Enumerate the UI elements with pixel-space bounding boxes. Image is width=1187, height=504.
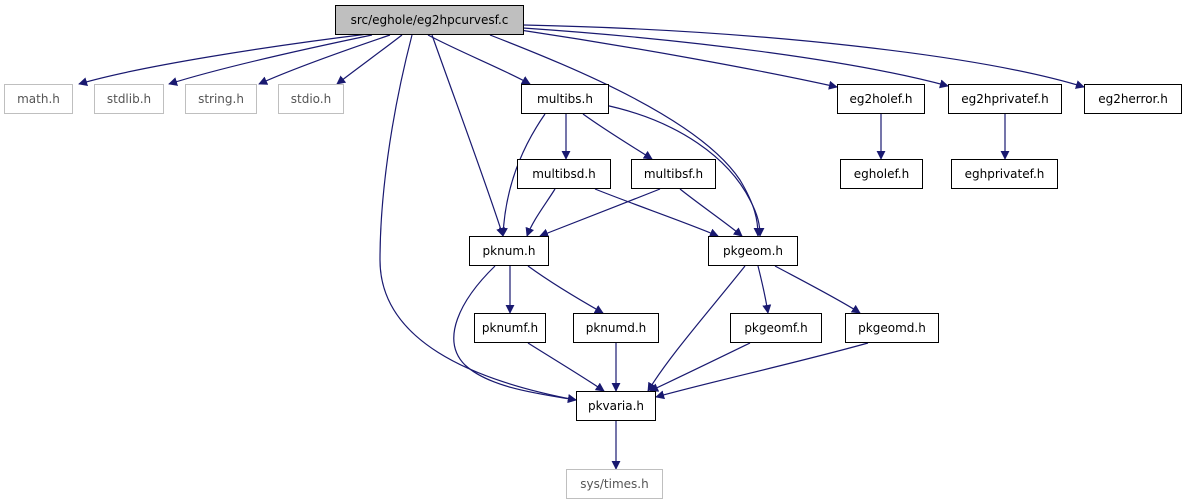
multibsf-h-node[interactable]: multibsf.h [631,159,716,189]
edge-multibs-to-multibsf [582,113,653,160]
edge-pknum-to-pknumd [527,265,604,314]
pknumf-h-node[interactable]: pknumf.h [474,313,546,343]
edge-root-to-stdlib [168,34,373,86]
multibsd-h-node[interactable]: multibsd.h [517,159,611,189]
edge-multibs-to-pkgeom [599,103,765,237]
eg2holef-h-node[interactable]: eg2holef.h [837,84,925,114]
edge-pknum-to-pkvaria [453,265,577,404]
edge-root-to-eg2herror [523,24,1085,89]
pkgeomd-h-node[interactable]: pkgeomd.h [845,313,939,343]
string-h-node: string.h [185,84,257,114]
edge-root-to-eg2hprivatef [522,27,949,89]
stdlib-h-node: stdlib.h [94,84,164,114]
pkgeom-h-node[interactable]: pkgeom.h [708,236,798,266]
sys-times-h-node: sys/times.h [566,469,663,499]
edge-root-to-pkgeom [489,34,763,237]
math-h-node: math.h [4,84,73,114]
edge-multibsf-to-pknum [539,188,661,238]
edge-root-to-pknum [431,34,505,237]
eghprivatef-h-node[interactable]: eghprivatef.h [951,159,1058,189]
edge-root-to-pkvaria [379,34,577,403]
egholef-h-node[interactable]: egholef.h [840,159,923,189]
pknumd-h-node[interactable]: pknumd.h [573,313,659,343]
edge-root-to-multibs [427,34,531,85]
edge-pkgeom-to-pkvaria [647,265,746,392]
edge-root-to-math [78,33,369,87]
eg2hprivatef-h-node[interactable]: eg2hprivatef.h [948,84,1062,114]
edge-pkgeomd-to-pkvaria [655,342,869,400]
edge-multibsf-to-pkgeom [679,188,743,237]
pkvaria-h-node[interactable]: pkvaria.h [576,391,656,421]
edge-root-to-eg2holef [519,29,838,90]
eg2herror-h-node[interactable]: eg2herror.h [1084,84,1182,114]
multibs-h-node[interactable]: multibs.h [521,84,609,114]
stdio-h-node: stdio.h [278,84,344,114]
edge-pkgeom-to-pkgeomd [774,265,861,314]
pknum-h-node[interactable]: pknum.h [469,236,549,266]
edge-root-to-string [258,34,391,85]
edge-pkgeomf-to-pkvaria [649,342,751,392]
edge-multibsd-to-pkgeom [594,188,719,237]
edge-pkgeom-to-pkgeomf [757,265,772,314]
root-file-node[interactable]: src/eghole/eg2hpcurvesf.c [335,5,524,35]
pkgeomf-h-node[interactable]: pkgeomf.h [730,313,822,343]
edge-multibsd-to-pknum [525,188,556,237]
edge-root-to-stdio [336,34,403,85]
edge-pknumf-to-pkvaria [527,342,605,392]
edge-multibs-to-pknum [498,113,546,237]
